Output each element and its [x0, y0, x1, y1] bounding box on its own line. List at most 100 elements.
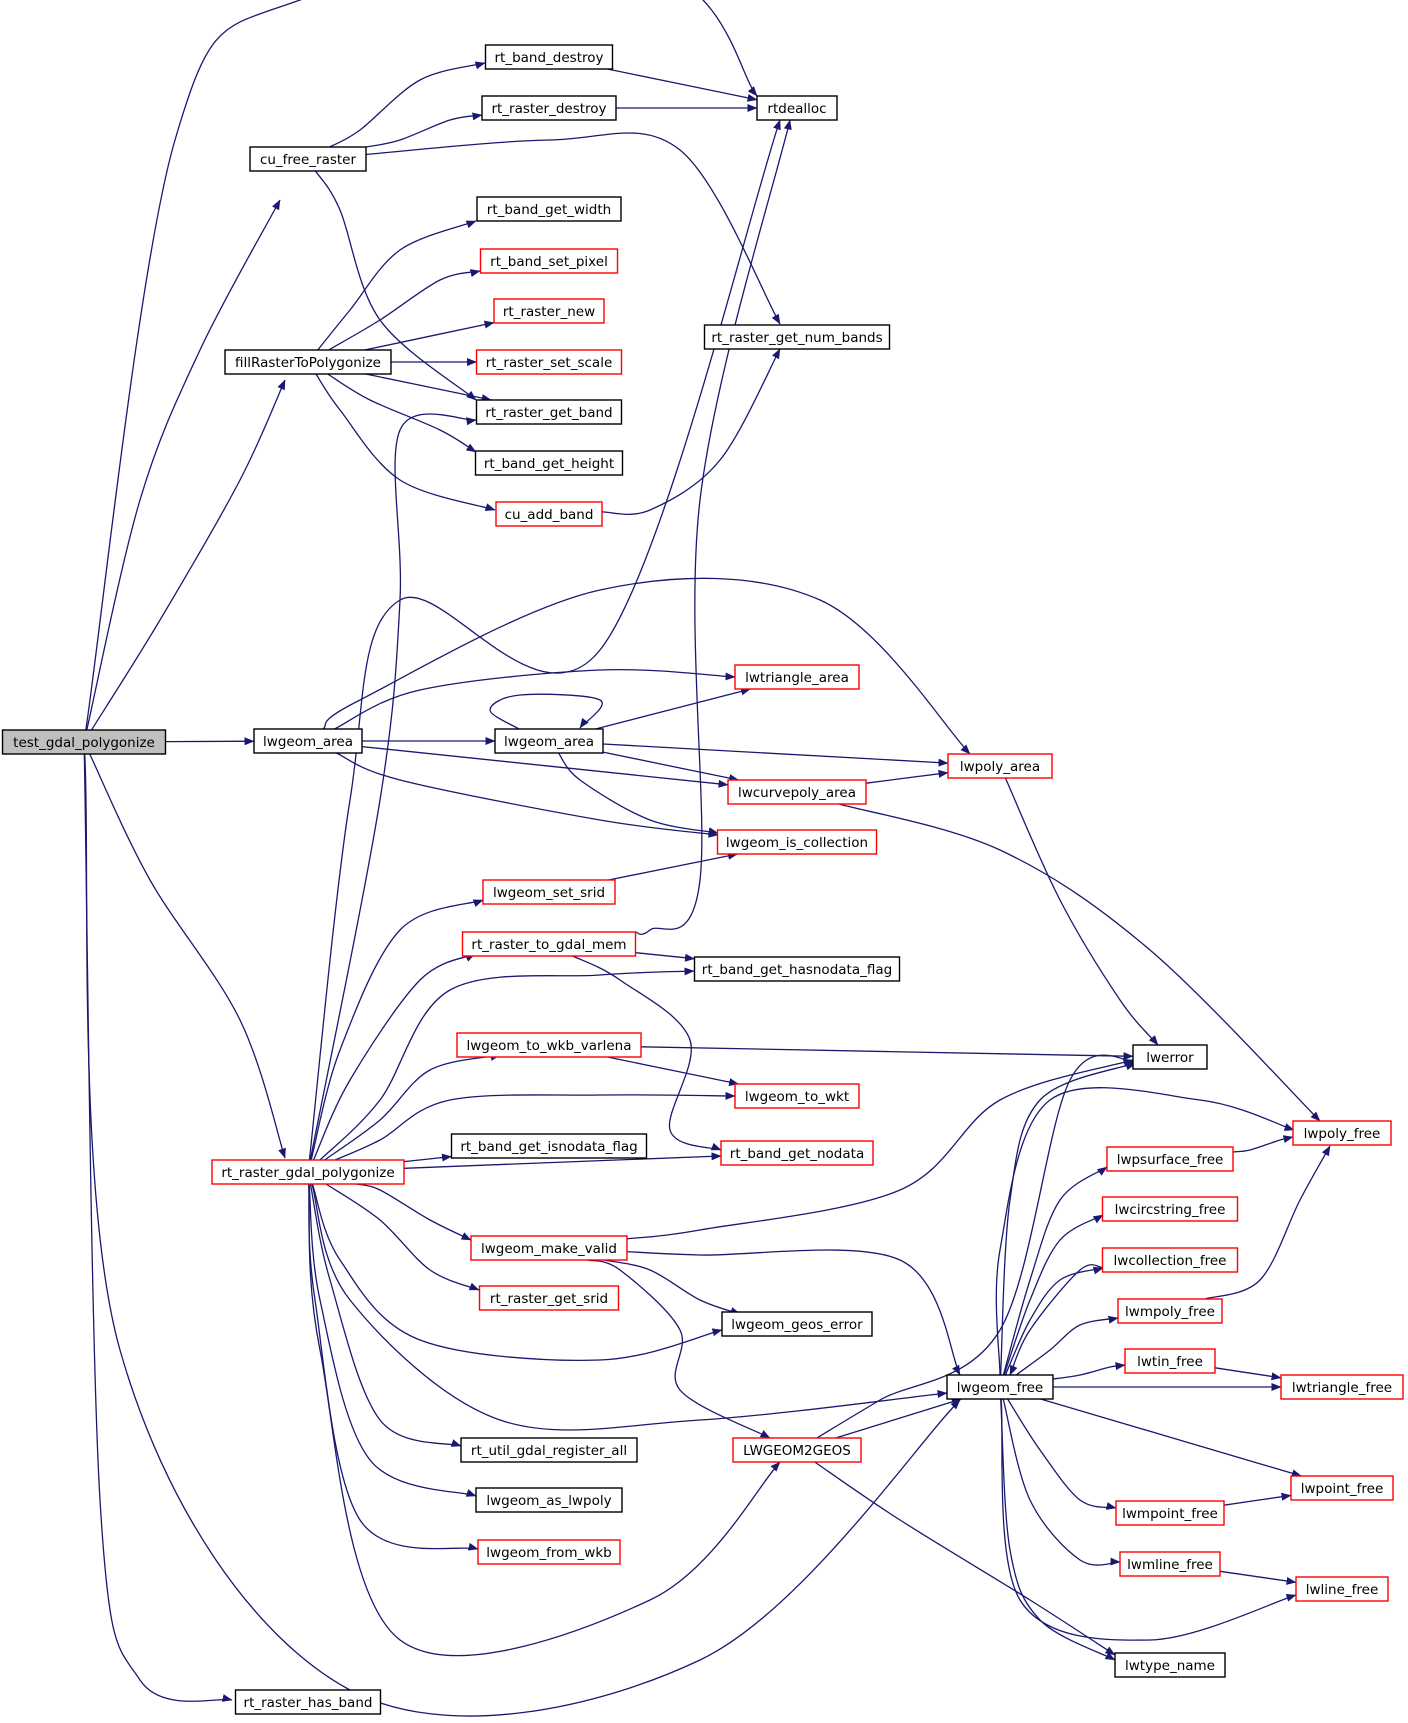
node-box [249, 146, 367, 172]
node-label: lwgeom_free [957, 1380, 1043, 1396]
edge-lwgeom_area_2-to-lwgeom_is_collection [557, 752, 719, 836]
node-lwcollection_free[interactable]: lwcollection_free [1101, 1247, 1239, 1273]
node-box [475, 1487, 623, 1513]
node-rt_raster_get_srid[interactable]: rt_raster_get_srid [478, 1285, 620, 1311]
node-box [474, 450, 624, 476]
edge-rt_raster_gdal_polygonize-to-rt_raster_to_gdal_mem [312, 953, 476, 1161]
edge-rt_band_destroy-to-rtdealloc [607, 68, 758, 102]
edge-test_gdal_polygonize-to-fillRasterToPolygonize [90, 379, 286, 731]
node-box [1119, 1551, 1221, 1577]
node-cu_add_band[interactable]: cu_add_band [495, 501, 603, 527]
node-box [1106, 1146, 1234, 1172]
node-rt_raster_get_band[interactable]: rt_raster_get_band [475, 399, 623, 425]
node-lwgeom_is_collection[interactable]: lwgeom_is_collection [716, 829, 878, 855]
node-label: lwgeom_to_wkt [745, 1089, 849, 1105]
node-label: rt_raster_new [503, 304, 595, 320]
node-test_gdal_polygonize[interactable]: test_gdal_polygonize [1, 729, 167, 755]
node-rt_util_gdal_register_all[interactable]: rt_util_gdal_register_all [460, 1437, 638, 1463]
node-lwmpoint_free[interactable]: lwmpoint_free [1115, 1500, 1225, 1526]
node-lwgeom_to_wkb_varlena[interactable]: lwgeom_to_wkb_varlena [456, 1032, 642, 1058]
node-lwtriangle_area[interactable]: lwtriangle_area [734, 664, 860, 690]
edge-rt_raster_gdal_polygonize-to-rtdealloc [308, 119, 781, 1161]
node-rt_raster_to_gdal_mem[interactable]: rt_raster_to_gdal_mem [461, 931, 637, 957]
node-label: rt_band_get_height [484, 456, 614, 472]
node-LWGEOM2GEOS[interactable]: LWGEOM2GEOS [732, 1437, 862, 1463]
node-box [475, 349, 623, 375]
node-label: lwpoly_area [960, 759, 1040, 775]
node-rt_raster_set_scale[interactable]: rt_raster_set_scale [475, 349, 623, 375]
node-label: lwgeom_to_wkb_varlena [466, 1038, 631, 1054]
node-rt_band_set_pixel[interactable]: rt_band_set_pixel [479, 248, 619, 274]
node-lwpoly_area[interactable]: lwpoly_area [947, 753, 1053, 779]
node-box [475, 399, 623, 425]
node-label: lwtriangle_free [1292, 1380, 1392, 1396]
node-label: lwgeom_from_wkb [486, 1545, 611, 1561]
edge-lwgeom_make_valid-to-lwerror [626, 1058, 1134, 1240]
node-box [224, 349, 392, 375]
node-rt_band_get_isnodata_flag[interactable]: rt_band_get_isnodata_flag [450, 1133, 648, 1159]
node-lwgeom_area_1[interactable]: lwgeom_area [253, 728, 363, 754]
node-lwmline_free[interactable]: lwmline_free [1119, 1551, 1221, 1577]
node-rtdealloc[interactable]: rtdealloc [756, 95, 838, 121]
node-label: lwcollection_free [1114, 1253, 1227, 1269]
node-box [495, 501, 603, 527]
node-lwline_free[interactable]: lwline_free [1295, 1576, 1389, 1602]
node-lwcircstring_free[interactable]: lwcircstring_free [1101, 1196, 1239, 1222]
node-lwgeom_free[interactable]: lwgeom_free [946, 1374, 1054, 1400]
node-lwcurvepoly_area[interactable]: lwcurvepoly_area [727, 779, 867, 805]
node-cu_free_raster[interactable]: cu_free_raster [249, 146, 367, 172]
edge-fillRasterToPolygonize-to-rt_band_get_height [327, 373, 477, 453]
node-lwpoly_free[interactable]: lwpoly_free [1292, 1120, 1392, 1146]
edge-lwgeom_free-to-lwline_free [1000, 1398, 1297, 1641]
edge-lwgeom_area_1-to-lwgeom_is_collection [336, 752, 719, 838]
node-rt_band_get_width[interactable]: rt_band_get_width [476, 196, 622, 222]
edge-lwcurvepoly_area-to-lwpoly_area [865, 769, 949, 784]
node-lwtype_name[interactable]: lwtype_name [1114, 1652, 1226, 1678]
node-label: rt_raster_destroy [491, 101, 606, 117]
node-lwpoint_free[interactable]: lwpoint_free [1290, 1475, 1394, 1501]
edge-lwgeom_to_wkb_varlena-to-lwgeom_to_wkt [607, 1056, 740, 1086]
node-fillRasterToPolygonize[interactable]: fillRasterToPolygonize [224, 349, 392, 375]
node-label: lwgeom_make_valid [481, 1241, 617, 1257]
node-label: test_gdal_polygonize [13, 735, 155, 751]
node-box [456, 1032, 642, 1058]
node-lwgeom_to_wkt[interactable]: lwgeom_to_wkt [734, 1083, 860, 1109]
node-rt_band_get_hasnodata_flag[interactable]: rt_band_get_hasnodata_flag [693, 956, 901, 982]
node-box [1290, 1475, 1394, 1501]
node-lwgeom_from_wkb[interactable]: lwgeom_from_wkb [477, 1539, 621, 1565]
node-box [482, 879, 616, 905]
node-lwerror[interactable]: lwerror [1132, 1044, 1208, 1070]
node-label: rt_raster_gdal_polygonize [221, 1165, 394, 1181]
node-label: LWGEOM2GEOS [743, 1443, 851, 1459]
node-lwtin_free[interactable]: lwtin_free [1124, 1348, 1216, 1374]
node-label: rt_raster_get_srid [490, 1291, 608, 1307]
node-lwgeom_as_lwpoly[interactable]: lwgeom_as_lwpoly [475, 1487, 623, 1513]
edge-cu_add_band-to-rt_raster_get_num_bands [601, 348, 781, 515]
node-box [703, 324, 891, 350]
node-rt_band_get_nodata[interactable]: rt_band_get_nodata [720, 1140, 874, 1166]
node-rt_raster_gdal_polygonize[interactable]: rt_raster_gdal_polygonize [211, 1159, 405, 1185]
edge-lwgeom_free-to-lwmpoly_free [1015, 1315, 1119, 1376]
node-label: lwpsurface_free [1117, 1152, 1224, 1168]
node-lwpsurface_free[interactable]: lwpsurface_free [1106, 1146, 1234, 1172]
node-lwtriangle_free[interactable]: lwtriangle_free [1280, 1374, 1404, 1400]
node-lwgeom_area_2[interactable]: lwgeom_area [494, 728, 604, 754]
node-rt_band_get_height[interactable]: rt_band_get_height [474, 450, 624, 476]
edge-lwgeom_free-to-lwmline_free [1002, 1398, 1121, 1566]
node-label: lwmline_free [1127, 1557, 1213, 1573]
node-rt_raster_has_band[interactable]: rt_raster_has_band [234, 1689, 382, 1715]
node-rt_raster_destroy[interactable]: rt_raster_destroy [481, 95, 617, 121]
node-lwgeom_geos_error[interactable]: lwgeom_geos_error [721, 1311, 873, 1337]
node-box [756, 95, 838, 121]
node-rt_band_destroy[interactable]: rt_band_destroy [484, 44, 614, 70]
node-lwmpoly_free[interactable]: lwmpoly_free [1117, 1298, 1223, 1324]
node-rt_raster_get_num_bands[interactable]: rt_raster_get_num_bands [703, 324, 891, 350]
node-label: rt_raster_get_num_bands [711, 330, 882, 346]
edge-LWGEOM2GEOS-to-lwtype_name [814, 1461, 1116, 1656]
node-lwgeom_set_srid[interactable]: lwgeom_set_srid [482, 879, 616, 905]
node-lwgeom_make_valid[interactable]: lwgeom_make_valid [470, 1235, 628, 1261]
edge-lwgeom_free-to-lwpoint_free [1040, 1398, 1302, 1478]
node-rt_raster_new[interactable]: rt_raster_new [493, 298, 605, 324]
edge-lwmpoint_free-to-lwpoint_free [1223, 1492, 1292, 1506]
edge-rt_raster_gdal_polygonize-to-lwgeom_as_lwpoly [308, 1183, 477, 1497]
